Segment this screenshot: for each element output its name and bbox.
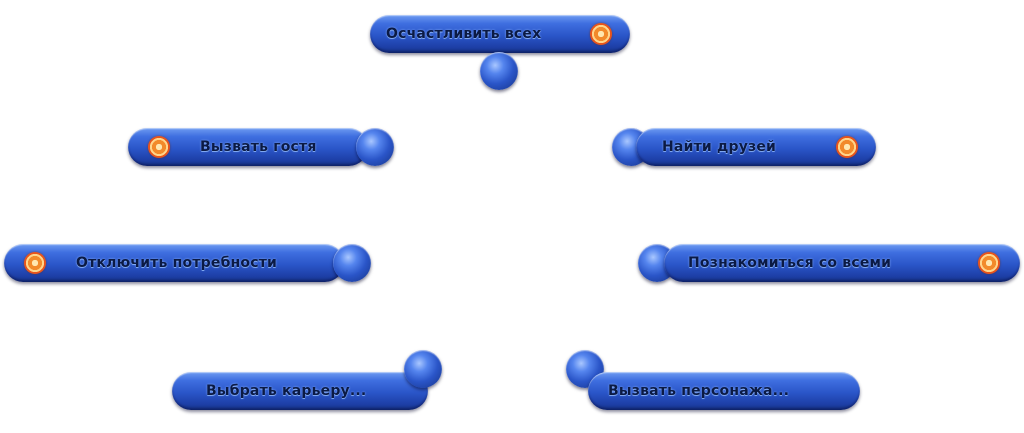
meet-everyone-button[interactable]: Познакомиться со всеми bbox=[664, 244, 1020, 282]
meet-everyone-label: Познакомиться со всеми bbox=[688, 255, 892, 271]
invite-guest-label: Вызвать гостя bbox=[200, 139, 317, 155]
center-knob[interactable] bbox=[480, 52, 518, 90]
choose-career-label: Выбрать карьеру... bbox=[206, 383, 367, 399]
choose-career-button[interactable]: Выбрать карьеру... bbox=[172, 372, 428, 410]
make-everyone-happy-label: Осчастливить всех bbox=[386, 26, 542, 42]
target-icon bbox=[148, 136, 170, 158]
disable-needs-button[interactable]: Отключить потребности bbox=[4, 244, 344, 282]
knob-left-2[interactable] bbox=[333, 244, 371, 282]
knob-left-3[interactable] bbox=[404, 350, 442, 388]
target-icon bbox=[836, 136, 858, 158]
invite-guest-button[interactable]: Вызвать гостя bbox=[128, 128, 368, 166]
target-icon bbox=[590, 23, 612, 45]
make-everyone-happy-button[interactable]: Осчастливить всех bbox=[370, 15, 630, 53]
knob-left-1[interactable] bbox=[356, 128, 394, 166]
find-friends-label: Найти друзей bbox=[662, 139, 777, 155]
summon-character-button[interactable]: Вызвать персонажа... bbox=[588, 372, 860, 410]
target-icon bbox=[24, 252, 46, 274]
target-icon bbox=[978, 252, 1000, 274]
find-friends-button[interactable]: Найти друзей bbox=[636, 128, 876, 166]
disable-needs-label: Отключить потребности bbox=[76, 255, 278, 271]
summon-character-label: Вызвать персонажа... bbox=[608, 383, 790, 399]
